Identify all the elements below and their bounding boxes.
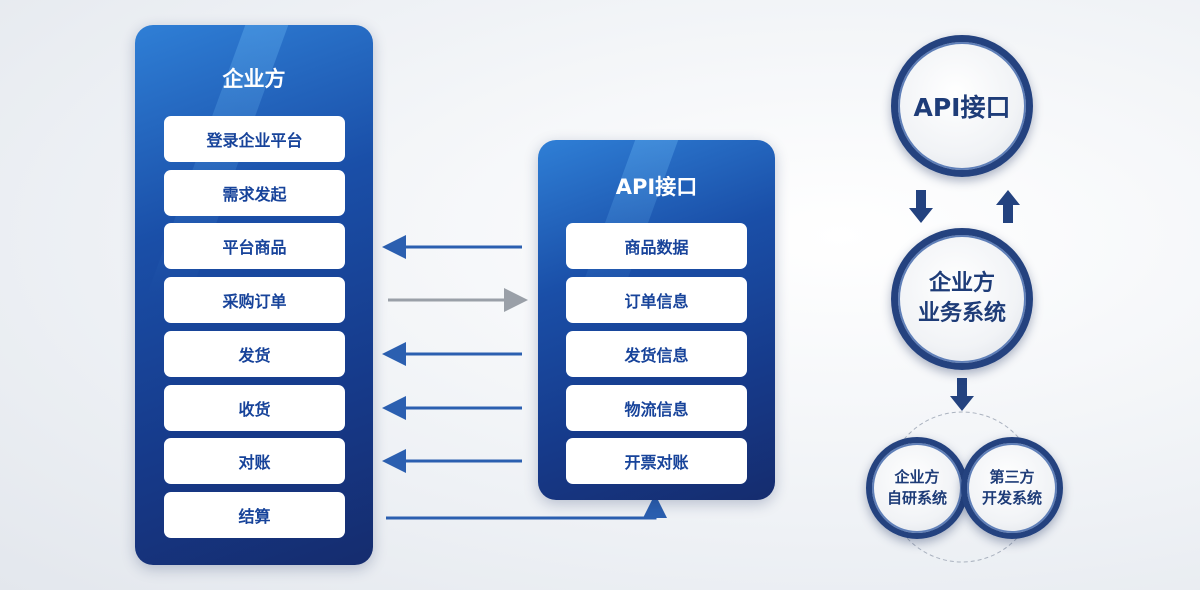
- business-line2: 业务系统: [917, 301, 1006, 326]
- arrow-settlement: [386, 494, 667, 520]
- enterprise-item-products[interactable]: 平台商品: [164, 223, 345, 269]
- enterprise-panel: 企业方 登录企业平台 需求发起 平台商品 采购订单 发货 收货 对账 结算: [135, 25, 373, 565]
- api-item-shipping-info[interactable]: 发货信息: [566, 331, 747, 377]
- api-item-invoice[interactable]: 开票对账: [566, 438, 747, 484]
- business-line1: 企业方: [928, 271, 995, 296]
- enterprise-title: 企业方: [222, 67, 286, 91]
- self-line2: 自研系统: [886, 489, 947, 507]
- enterprise-item-reconcile[interactable]: 对账: [164, 438, 345, 484]
- enterprise-item-login[interactable]: 登录企业平台: [164, 116, 345, 162]
- business-system-circle: 企业方业务系统: [891, 228, 1033, 370]
- self-line1: 企业方: [894, 468, 940, 486]
- arrow-down-icon: [950, 378, 974, 411]
- api-title: API接口: [615, 175, 698, 199]
- enterprise-item-request[interactable]: 需求发起: [164, 170, 345, 216]
- enterprise-item-settlement[interactable]: 结算: [164, 492, 345, 538]
- api-item-logistics-info[interactable]: 物流信息: [566, 385, 747, 431]
- api-item-product-data[interactable]: 商品数据: [566, 223, 747, 269]
- enterprise-item-purchase-order[interactable]: 采购订单: [164, 277, 345, 323]
- api-circle: API接口: [891, 35, 1033, 177]
- self-developed-circle: 企业方自研系统: [866, 437, 968, 539]
- third-line2: 开发系统: [981, 489, 1042, 507]
- api-item-order-info[interactable]: 订单信息: [566, 277, 747, 323]
- api-panel: API接口 商品数据 订单信息 发货信息 物流信息 开票对账: [538, 140, 775, 500]
- arrow-up-icon: [996, 190, 1020, 223]
- arrow-down-icon: [909, 190, 933, 223]
- enterprise-item-receive[interactable]: 收货: [164, 385, 345, 431]
- third-line1: 第三方: [989, 468, 1035, 486]
- third-party-circle: 第三方开发系统: [961, 437, 1063, 539]
- enterprise-item-ship[interactable]: 发货: [164, 331, 345, 377]
- api-circle-label: API接口: [913, 93, 1011, 122]
